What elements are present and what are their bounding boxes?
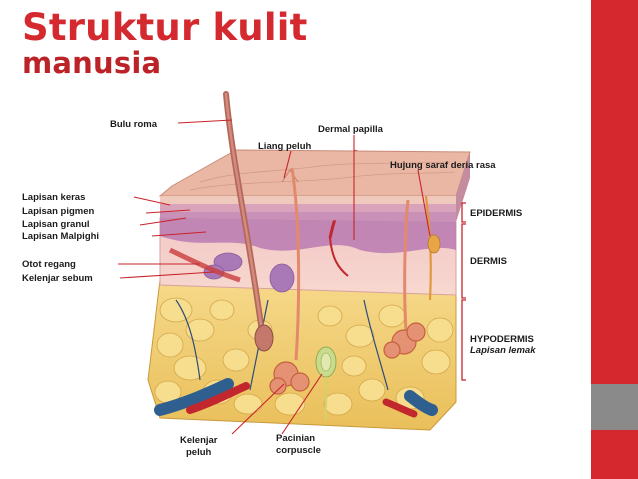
slide-title: Struktur kulit <box>22 6 308 49</box>
label-sweat-gland-line1: Kelenjar <box>180 435 218 446</box>
label-dermal-papilla: Dermal papilla <box>318 124 384 135</box>
label-taste-nerve-ending: Hujung saraf deria rasa <box>390 160 496 171</box>
label-muscle: Otot regang <box>22 259 76 270</box>
nerve-ending-shape <box>424 195 441 301</box>
leader-lines <box>118 119 431 435</box>
label-sweat-gland-line2: peluh <box>186 447 212 458</box>
layer-brackets <box>461 202 466 381</box>
label-pigment-layer: Lapisan pigmen <box>22 206 95 217</box>
label-pacinian-line1: Pacinian <box>276 433 315 444</box>
dermis-layer <box>159 149 457 296</box>
label-sebaceous-gland: Kelenjar sebum <box>22 273 93 284</box>
label-hair: Bulu roma <box>110 119 158 130</box>
sweat-gland-shapes <box>269 167 426 395</box>
diagram-labels: Bulu roma Dermal papilla Liang peluh Huj… <box>22 119 536 458</box>
skin-structure-diagram: Bulu roma Dermal papilla Liang peluh Huj… <box>22 91 536 458</box>
label-dermis: DERMIS <box>470 256 507 267</box>
label-malpighian-layer: Lapisan Malpighi <box>22 231 99 242</box>
arrector-muscle-shape <box>168 247 241 283</box>
label-hypodermis: HYPODERMIS <box>470 334 534 345</box>
label-fat-layer: Lapisan lemak <box>470 345 536 356</box>
pacinian-corpuscle-shape <box>315 346 337 421</box>
label-pacinian-line2: corpuscle <box>276 445 321 456</box>
slide-subtitle: manusia <box>22 46 162 80</box>
label-sweat-pore: Liang peluh <box>258 141 312 152</box>
label-epidermis: EPIDERMIS <box>470 208 522 219</box>
label-horny-layer: Lapisan keras <box>22 192 85 203</box>
label-granular-layer: Lapisan granul <box>22 219 90 230</box>
hair-shape <box>223 91 274 352</box>
right-gray-block <box>591 384 638 430</box>
